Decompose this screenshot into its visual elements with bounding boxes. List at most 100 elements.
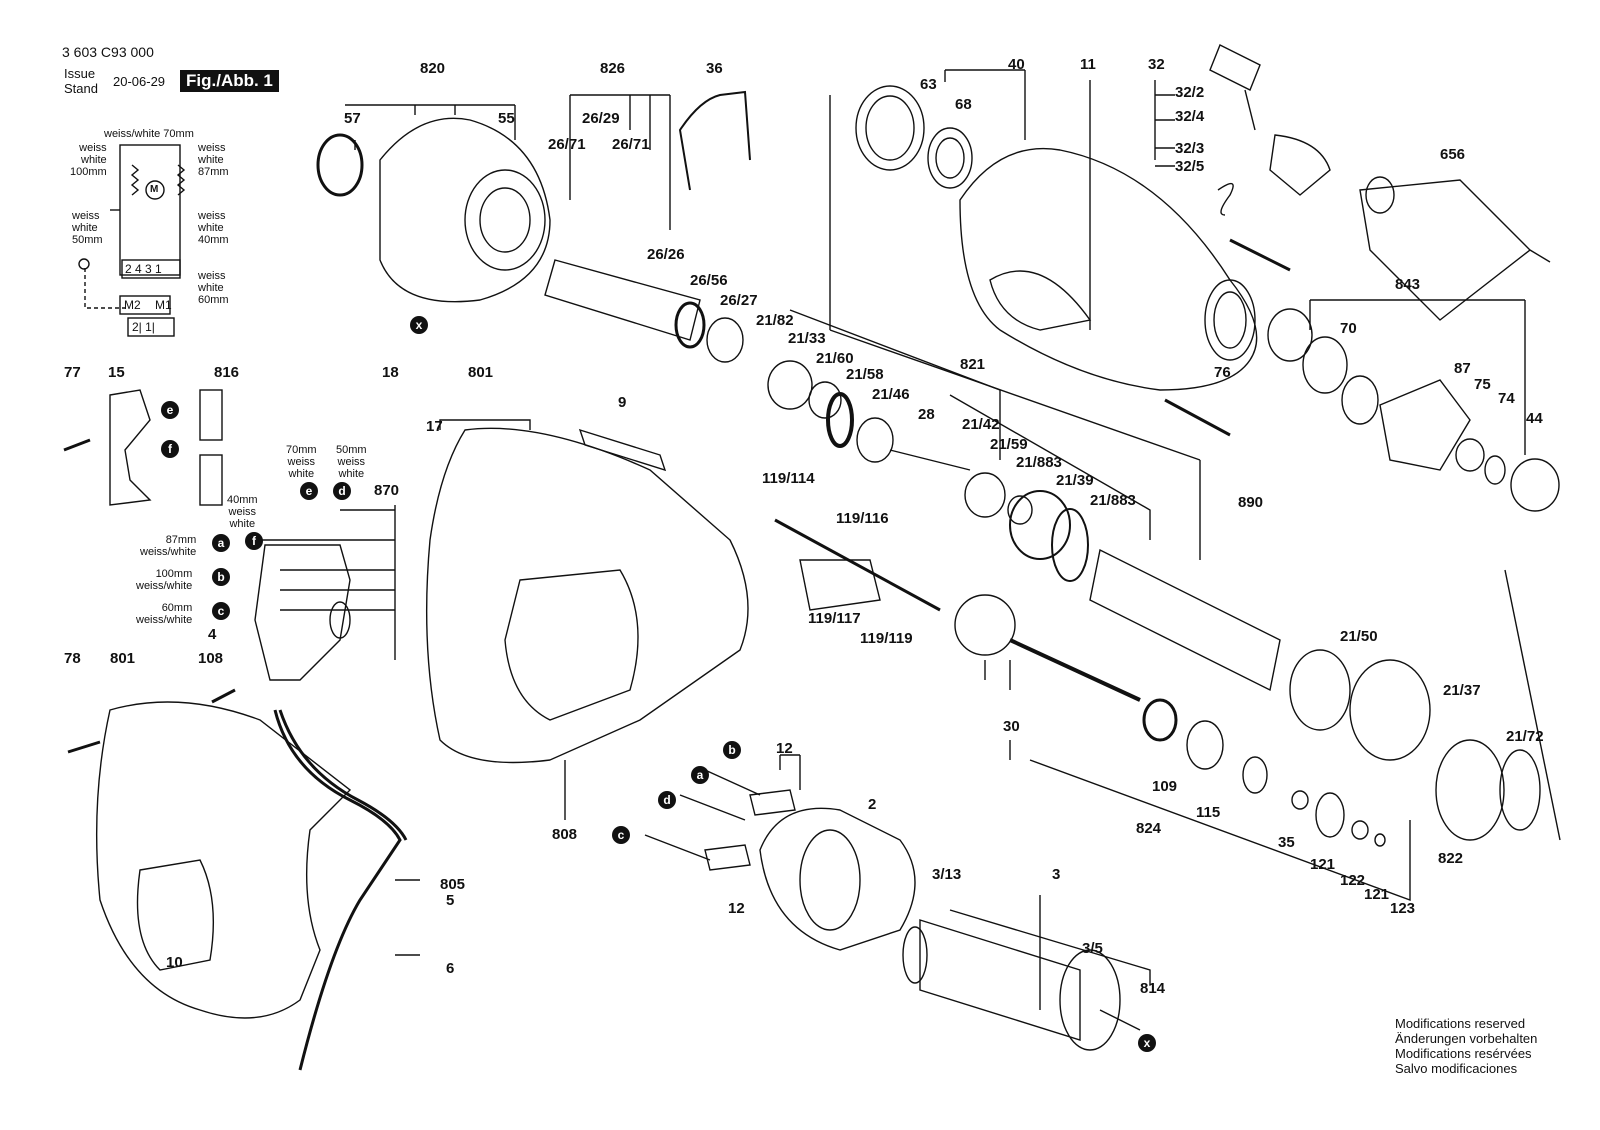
- part-35: 35: [1278, 834, 1295, 851]
- part-122: 122: [1340, 872, 1366, 889]
- part-26-56: 26/56: [690, 272, 728, 289]
- wire-label-right3-2: white: [198, 282, 224, 294]
- part-801-shell: 801: [468, 364, 494, 381]
- switch-label-a-len: 87mm: [165, 534, 197, 546]
- marker-f-top: f: [161, 440, 179, 458]
- part-814: 814: [1140, 980, 1166, 997]
- switch-label-50-len: 50mm: [336, 444, 367, 456]
- part-3-5: 3/5: [1082, 940, 1103, 957]
- ring-68: [927, 127, 973, 189]
- wire-label-right2: weiss white 40mm: [198, 210, 229, 246]
- part-44: 44: [1526, 410, 1543, 427]
- terminal-numbers: 2 4 3 1: [125, 262, 162, 276]
- part-32: 32: [1148, 56, 1165, 73]
- part-21-39: 21/39: [1056, 472, 1094, 489]
- note-de: Änderungen vorbehalten: [1395, 1031, 1538, 1046]
- part-21-50: 21/50: [1340, 628, 1378, 645]
- issue-label-en: Issue: [64, 66, 96, 81]
- part-57: 57: [344, 110, 361, 127]
- part-816: 816: [214, 364, 240, 381]
- marker-e-top: e: [161, 401, 179, 419]
- armature: [902, 919, 1141, 1051]
- part-5: 5: [446, 892, 455, 909]
- wire-label-right-1: weiss: [198, 142, 226, 154]
- document-number: 3 603 C93 000: [62, 44, 154, 60]
- marker-f-switch: f: [245, 532, 263, 550]
- part-4: 4: [208, 626, 217, 643]
- part-9: 9: [618, 394, 627, 411]
- marker-b-switch: b: [212, 568, 230, 586]
- switch-label-c-len: 60mm: [161, 602, 193, 614]
- part-123: 123: [1390, 900, 1416, 917]
- part-32-5: 32/5: [1175, 158, 1205, 175]
- part-40: 40: [1008, 56, 1025, 73]
- part-21-59: 21/59: [990, 436, 1028, 453]
- part-21-37: 21/37: [1443, 682, 1481, 699]
- part-822: 822: [1438, 850, 1464, 867]
- switch-label-50-de: weiss: [337, 456, 366, 468]
- switch-label-c-color: weiss/white: [136, 614, 193, 626]
- part-21-883-lower: 21/883: [1090, 492, 1136, 509]
- wire-label-right: weiss white 87mm: [198, 142, 229, 178]
- switch-label-a: 87mm weiss/white: [140, 534, 196, 558]
- part-68: 68: [955, 96, 972, 113]
- switch-label-50-en: white: [338, 468, 365, 480]
- wire-label-right3-1: weiss: [198, 270, 226, 282]
- part-55: 55: [498, 110, 515, 127]
- note-en: Modifications reserved: [1395, 1016, 1526, 1031]
- keyless-chuck: [1359, 176, 1551, 321]
- switch-label-b-len: 100mm: [155, 568, 193, 580]
- modifications-note: Modifications reserved Änderungen vorbeh…: [1395, 1016, 1537, 1076]
- switch-label-50: 50mm weiss white: [336, 444, 367, 480]
- wire-label-left2: weiss white 50mm: [72, 210, 103, 246]
- part-11: 11: [1080, 56, 1096, 73]
- wire-label-right2-3: 40mm: [198, 234, 229, 246]
- part-6: 6: [446, 960, 455, 977]
- marker-a-brush: a: [691, 766, 709, 784]
- part-70: 70: [1340, 320, 1357, 337]
- part-121-right: 121: [1364, 886, 1390, 903]
- wire-label-left: weiss white 100mm: [70, 142, 107, 178]
- hammer-tube: [1089, 548, 1281, 692]
- part-801-rear: 801: [110, 650, 136, 667]
- part-75: 75: [1474, 376, 1491, 393]
- part-119-117: 119/117: [808, 610, 861, 627]
- part-26-71-left: 26/71: [548, 136, 586, 153]
- part-28: 28: [918, 406, 935, 423]
- wire-label-right-3: 87mm: [198, 166, 229, 178]
- part-87: 87: [1454, 360, 1471, 377]
- part-77: 77: [64, 364, 81, 381]
- part-890: 890: [1238, 494, 1264, 511]
- brush-bracket: [109, 389, 152, 506]
- wire-label-right-2: white: [198, 154, 224, 166]
- wire-label-left-2: white: [81, 154, 107, 166]
- part-26-71-right: 26/71: [612, 136, 650, 153]
- part-119-119: 119/119: [860, 630, 913, 647]
- switch-label-40-en: white: [229, 518, 256, 530]
- terminal-bottom: 2| 1|: [132, 320, 155, 334]
- terminal-m1: M1: [155, 298, 172, 312]
- part-2: 2: [868, 796, 877, 813]
- note-fr: Modifications resérvées: [1395, 1046, 1532, 1061]
- part-26-26: 26/26: [647, 246, 685, 263]
- switch-label-40: 40mm weiss white: [227, 494, 258, 530]
- gear-housing: [959, 147, 1258, 391]
- wire-label-left-1: weiss: [79, 142, 107, 154]
- wire-label-right3: weiss white 60mm: [198, 270, 229, 306]
- part-821: 821: [960, 356, 986, 373]
- part-76: 76: [1214, 364, 1231, 381]
- part-18: 18: [382, 364, 399, 381]
- part-21-42: 21/42: [962, 416, 1000, 433]
- part-820: 820: [420, 60, 446, 77]
- part-26-29: 26/29: [582, 110, 620, 127]
- field-stator: [759, 807, 916, 951]
- terminal-m2: M2: [124, 298, 141, 312]
- part-78: 78: [64, 650, 81, 667]
- marker-e-switch: e: [300, 482, 318, 500]
- wire-label-right3-3: 60mm: [198, 294, 229, 306]
- part-21-883-upper: 21/883: [1016, 454, 1062, 471]
- motor-endcap: [379, 117, 551, 303]
- wire-label-left2-1: weiss: [72, 210, 100, 222]
- switch-label-70-len: 70mm: [286, 444, 317, 456]
